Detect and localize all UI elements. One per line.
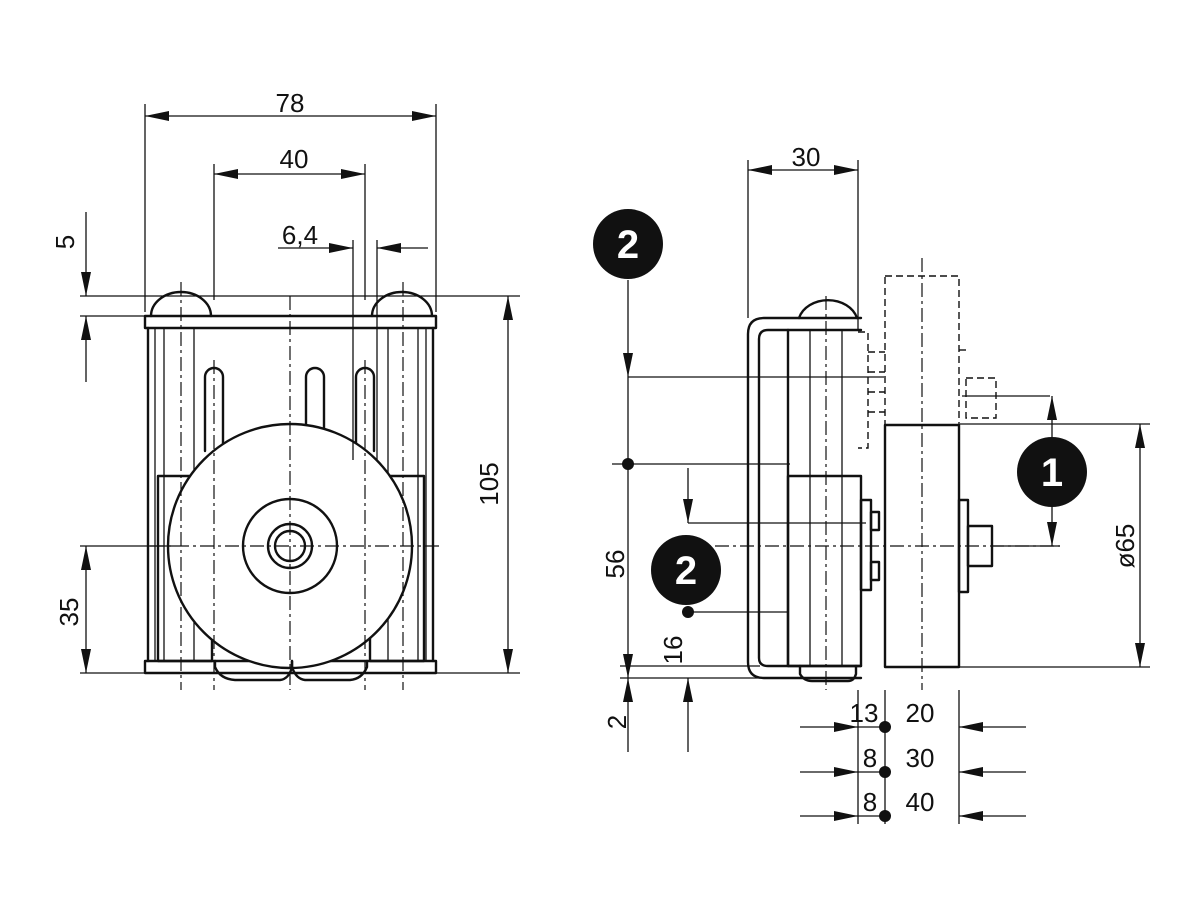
callout-2-lower-label: 2 [675, 549, 697, 593]
side-cap [797, 298, 859, 320]
offset-row-3-left: 8 [863, 787, 877, 817]
dim-cap-height: 5 [50, 235, 80, 249]
front-slot-center [304, 366, 326, 453]
dim-vertical-16: 16 [658, 636, 688, 665]
callout-1-label: 1 [1041, 451, 1063, 495]
dim-depth: 30 [792, 142, 821, 172]
front-view: 78 40 6,4 5 105 35 [50, 88, 520, 690]
side-foot [798, 664, 858, 683]
offset-row-1: 13 20 [800, 698, 1026, 733]
callout-1-badge: 1 [1017, 437, 1087, 507]
dim-overall-height: 105 [474, 462, 504, 505]
offset-row-3-right: 40 [906, 787, 935, 817]
side-axle-bolt-left [859, 498, 873, 592]
offset-row-2-right: 30 [906, 743, 935, 773]
front-foot-right [290, 659, 369, 682]
side-mount-bolt [965, 377, 997, 419]
side-view: 30 56 16 2 ø65 13 20 [600, 142, 1150, 824]
offset-row-2-left: 8 [863, 743, 877, 773]
callout-2-lower-badge: 2 [651, 535, 721, 605]
offset-row-1-right: 20 [906, 698, 935, 728]
offset-row-2: 8 30 [800, 743, 1026, 778]
dim-slot-width: 6,4 [282, 220, 318, 250]
side-bracket-outer [746, 316, 863, 680]
dim-overall-width: 78 [276, 88, 305, 118]
offset-row-3: 8 40 [800, 787, 1026, 822]
callout-2-upper-badge: 2 [593, 209, 663, 279]
dim-wheel-center-height: 35 [54, 598, 84, 627]
callout-2-upper-label: 2 [617, 223, 639, 267]
front-right-cap [370, 290, 434, 318]
offset-row-1-left: 13 [850, 698, 879, 728]
side-bracket-inner [757, 328, 863, 668]
dim-slot-spacing: 40 [280, 144, 309, 174]
dim-vertical-56: 56 [600, 550, 630, 579]
side-lower-block [786, 474, 863, 668]
dim-wheel-diameter: ø65 [1110, 524, 1140, 569]
dim-vertical-2: 2 [602, 715, 632, 729]
